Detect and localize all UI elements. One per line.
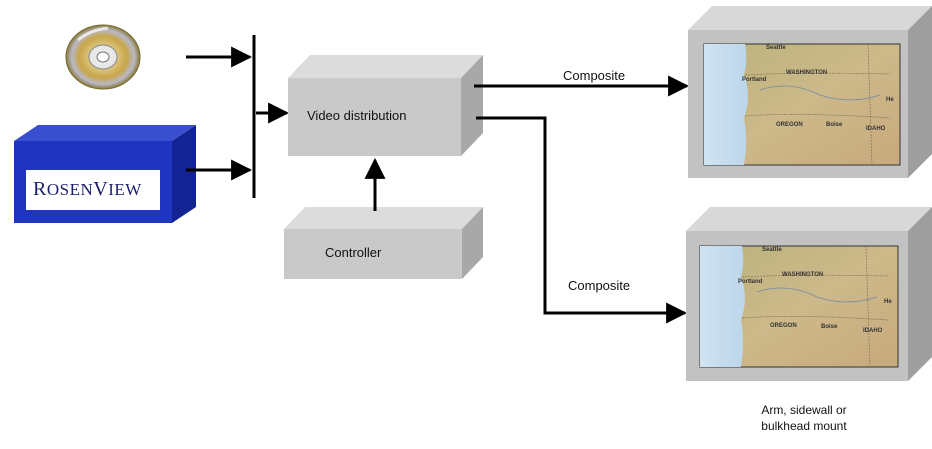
map-label-seattle: Seattle: [762, 247, 782, 253]
map-label-he: He: [884, 299, 892, 305]
map-label-portland: Portland: [738, 279, 763, 285]
map-label-boise: Boise: [826, 122, 843, 128]
mount-caption-line2: bulkhead mount: [761, 419, 847, 433]
map-label-portland: Portland: [742, 77, 767, 83]
dvd-disc-icon: [65, 24, 141, 90]
rosenview-logo: ROSENVIEW: [33, 178, 142, 200]
map-label-he: He: [886, 97, 894, 103]
bottom-composite-arrow: [476, 116, 688, 324]
map-label-oregon: OREGON: [776, 122, 803, 128]
map-label-idaho: IDAHO: [866, 126, 886, 132]
top-composite-label: Composite: [563, 68, 626, 83]
rosenview-box: [14, 125, 196, 223]
mount-caption: Arm, sidewall or bulkhead mount: [738, 402, 870, 434]
controller-box: [284, 207, 483, 279]
video-distribution-box: [288, 55, 483, 156]
bottom-monitor: [686, 207, 932, 381]
bottom-composite-label: Composite: [568, 278, 631, 293]
map-label-washington: WASHINGTON: [786, 70, 828, 76]
mount-caption-line1: Arm, sidewall or: [761, 403, 847, 417]
map-label-boise: Boise: [821, 324, 838, 330]
map-label-idaho: IDAHO: [863, 328, 883, 334]
map-label-oregon: OREGON: [770, 323, 797, 329]
map-label-seattle: Seattle: [766, 45, 786, 51]
video-distribution-label: Video distribution: [307, 108, 407, 123]
controller-label: Controller: [325, 245, 382, 260]
map-label-washington: WASHINGTON: [782, 272, 824, 278]
top-monitor: [688, 6, 932, 178]
